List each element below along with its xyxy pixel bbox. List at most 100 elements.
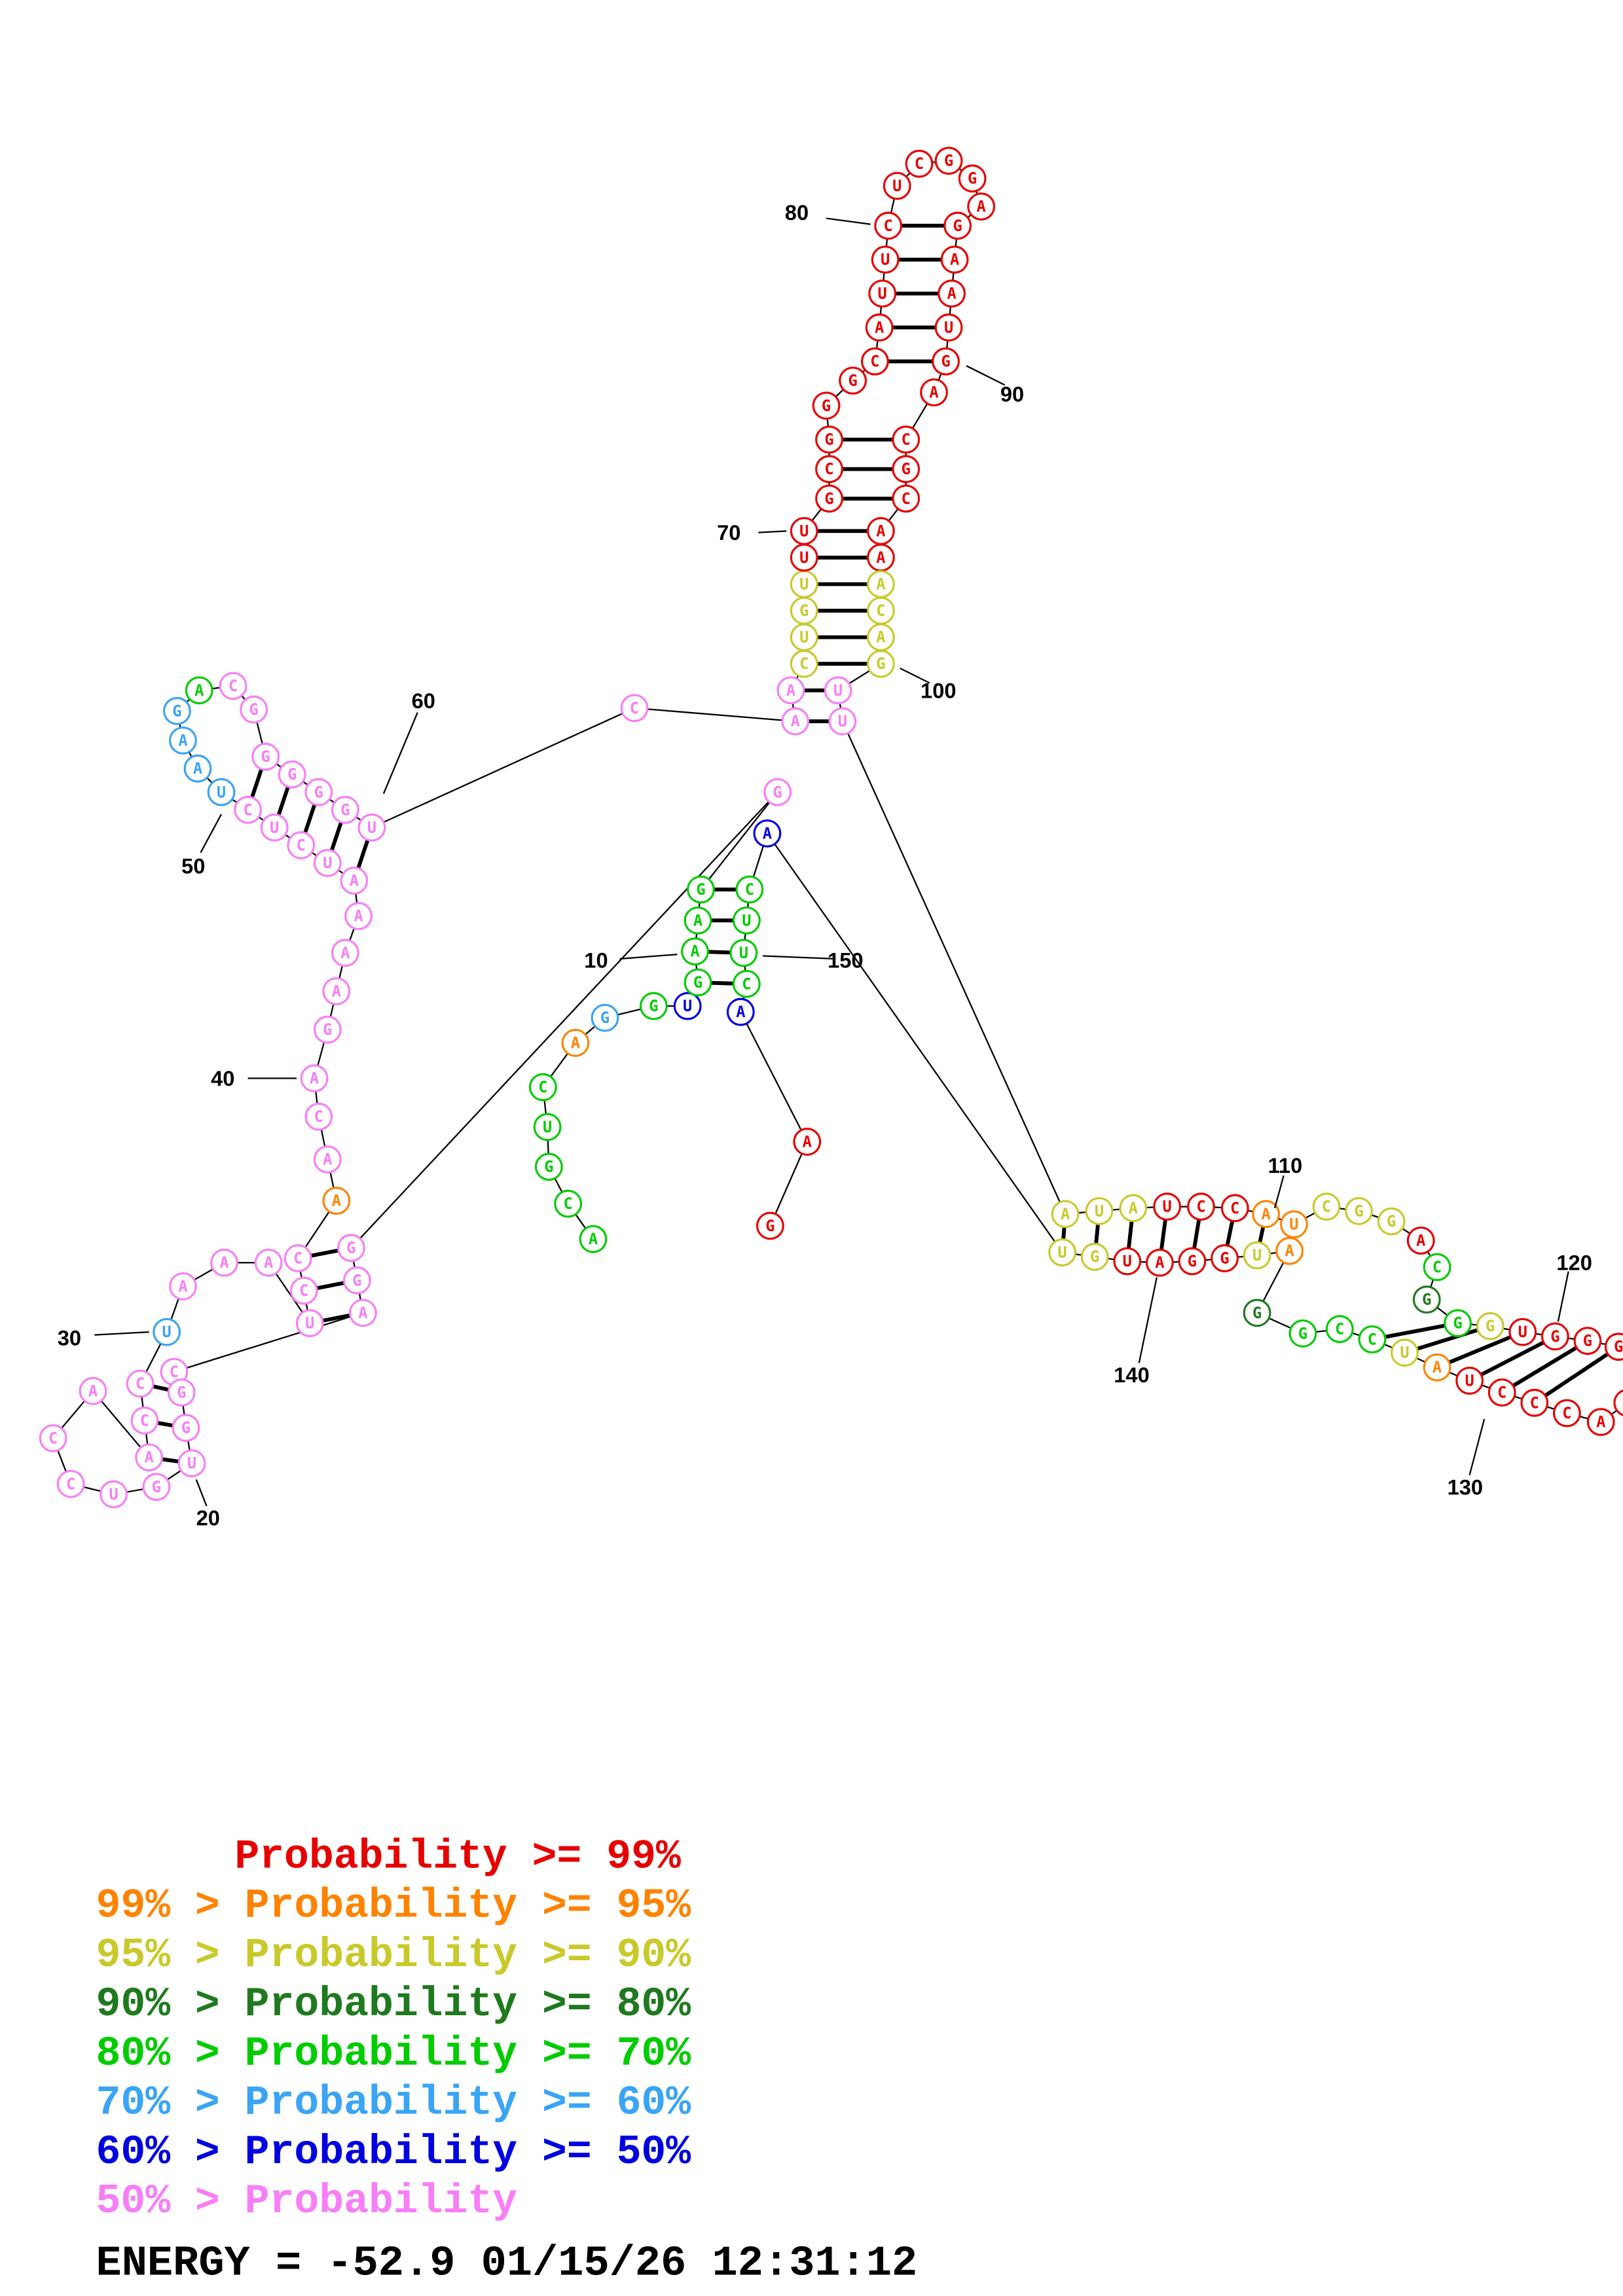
nucleotide — [251, 742, 280, 771]
nucleotide-letter: A — [977, 198, 986, 216]
label-tick — [1557, 1271, 1569, 1322]
nucleotide — [304, 1102, 333, 1131]
nucleotide-letter: G — [773, 783, 782, 801]
nucleotide-letter: U — [944, 318, 953, 336]
label-tick — [966, 365, 1006, 386]
nucleotide-letter: G — [649, 997, 658, 1015]
nucleotide-letter: C — [48, 1429, 58, 1447]
nucleotide-letter: A — [193, 759, 202, 778]
nucleotide — [304, 778, 333, 806]
nucleotide-letter: A — [1596, 1413, 1605, 1431]
nucleotide-letter: A — [1155, 1253, 1164, 1272]
nucleotide-letter: A — [1285, 1242, 1294, 1260]
nucleotide — [729, 939, 758, 967]
nucleotide-letter: A — [88, 1382, 98, 1400]
legend-line: 80% > Probability >= 70% — [96, 2030, 691, 2077]
nucleotide — [300, 1064, 329, 1092]
nucleotide-letter: A — [690, 942, 699, 961]
nucleotide — [681, 937, 709, 966]
nucleotide-letter: U — [881, 251, 890, 269]
nucleotide-letter: U — [162, 1323, 172, 1341]
nucleotide-letter: A — [350, 872, 359, 890]
nucleotide-letter: C — [884, 217, 893, 235]
nucleotide-letter: A — [332, 1192, 341, 1210]
position-label: 110 — [1268, 1153, 1303, 1177]
nucleotide — [185, 676, 213, 705]
nucleotide-letter: G — [944, 152, 953, 170]
legend-line: 99% > Probability >= 95% — [96, 1882, 691, 1929]
nucleotide — [684, 906, 712, 935]
nucleotide-letter: C — [1562, 1404, 1571, 1422]
backbone-segment — [769, 1141, 808, 1227]
nucleotide-letter: U — [187, 1454, 196, 1473]
label-tick — [763, 955, 835, 960]
nucleotide — [1487, 1378, 1516, 1407]
position-label: 130 — [1448, 1475, 1483, 1499]
nucleotide-letter: C — [1530, 1393, 1539, 1412]
nucleotide-letter: U — [739, 944, 748, 962]
nucleotide — [1423, 1353, 1451, 1382]
nucleotide — [126, 1369, 155, 1398]
nucleotide-letter: G — [323, 1020, 332, 1039]
nucleotide-letter: G — [1188, 1252, 1197, 1270]
nucleotide-letter: C — [243, 800, 252, 819]
nucleotide-letter: U — [838, 712, 847, 730]
nucleotide — [967, 192, 996, 221]
backbone-segment — [173, 1312, 363, 1373]
nucleotide — [883, 171, 911, 200]
nucleotide — [591, 1003, 619, 1032]
nucleotide — [920, 378, 948, 406]
nucleotide-letter: U — [683, 997, 692, 1015]
nucleotide — [943, 211, 972, 240]
nucleotide-letter: A — [950, 251, 959, 269]
nucleotide — [260, 813, 289, 842]
nucleotide — [839, 367, 867, 395]
nucleotide-letter: A — [736, 1003, 745, 1021]
nucleotide-letter: G — [848, 371, 857, 389]
nucleotide — [283, 1244, 312, 1272]
legend-line: 95% > Probability >= 90% — [96, 1931, 691, 1979]
nucleotide-letter: G — [314, 783, 323, 801]
nucleotide — [940, 245, 969, 274]
nucleotide-letter: C — [1196, 1198, 1205, 1216]
nucleotide — [790, 516, 818, 545]
label-tick — [758, 530, 787, 533]
backbone-segment — [766, 833, 1063, 1253]
label-tick — [1468, 1418, 1486, 1476]
nucleotide-letter: U — [1252, 1246, 1262, 1265]
nucleotide-letter: G — [822, 397, 831, 415]
nucleotide-letter: A — [763, 824, 772, 842]
nucleotide — [1288, 1319, 1317, 1348]
nucleotide-letter: C — [902, 490, 911, 508]
nucleotide — [735, 875, 764, 904]
legend-line: 60% > Probability >= 50% — [96, 2128, 691, 2176]
nucleotide — [1048, 1238, 1077, 1266]
nucleotide-letter: G — [1614, 1338, 1623, 1356]
nucleotide — [561, 1029, 590, 1057]
basepair-bond — [1436, 1330, 1523, 1369]
nucleotide — [554, 1189, 583, 1218]
nucleotide-letter: A — [589, 1230, 598, 1248]
nucleotide — [534, 1153, 563, 1181]
nucleotide-letter: A — [875, 318, 884, 336]
nucleotide-letter: C — [538, 1078, 547, 1096]
nucleotide — [39, 1424, 67, 1452]
nucleotide — [1187, 1193, 1215, 1221]
label-tick — [900, 667, 930, 684]
nucleotide — [892, 484, 921, 513]
nucleotide-letter: A — [876, 575, 885, 593]
nucleotide-letter: G — [181, 1419, 191, 1437]
nucleotide — [1243, 1299, 1271, 1327]
nucleotide — [1613, 1390, 1623, 1416]
nucleotide — [1325, 1315, 1354, 1344]
nucleotide-letter: U — [799, 522, 809, 540]
nucleotide — [905, 149, 934, 178]
nucleotide — [278, 760, 306, 789]
nucleotide-letter: A — [144, 1448, 153, 1467]
position-label: 100 — [921, 678, 956, 702]
backbone-segment — [700, 791, 778, 890]
nucleotide-letter: U — [1518, 1323, 1527, 1341]
nucleotide — [130, 1406, 159, 1435]
nucleotide-letter: A — [876, 548, 885, 567]
